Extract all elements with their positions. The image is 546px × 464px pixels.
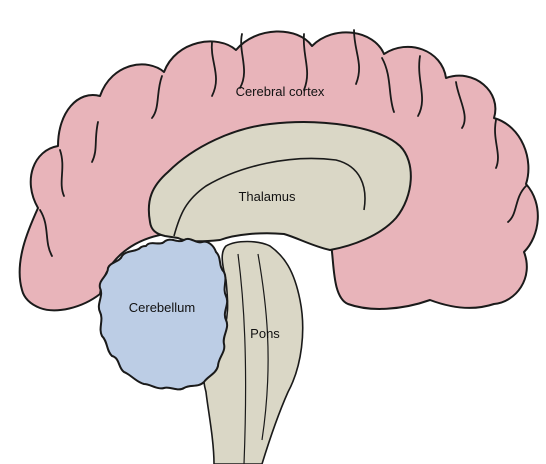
- cerebral-cortex-label: Cerebral cortex: [236, 84, 325, 99]
- pons-label: Pons: [250, 326, 280, 341]
- cerebellum-label: Cerebellum: [129, 300, 195, 315]
- thalamus-label: Thalamus: [238, 189, 296, 204]
